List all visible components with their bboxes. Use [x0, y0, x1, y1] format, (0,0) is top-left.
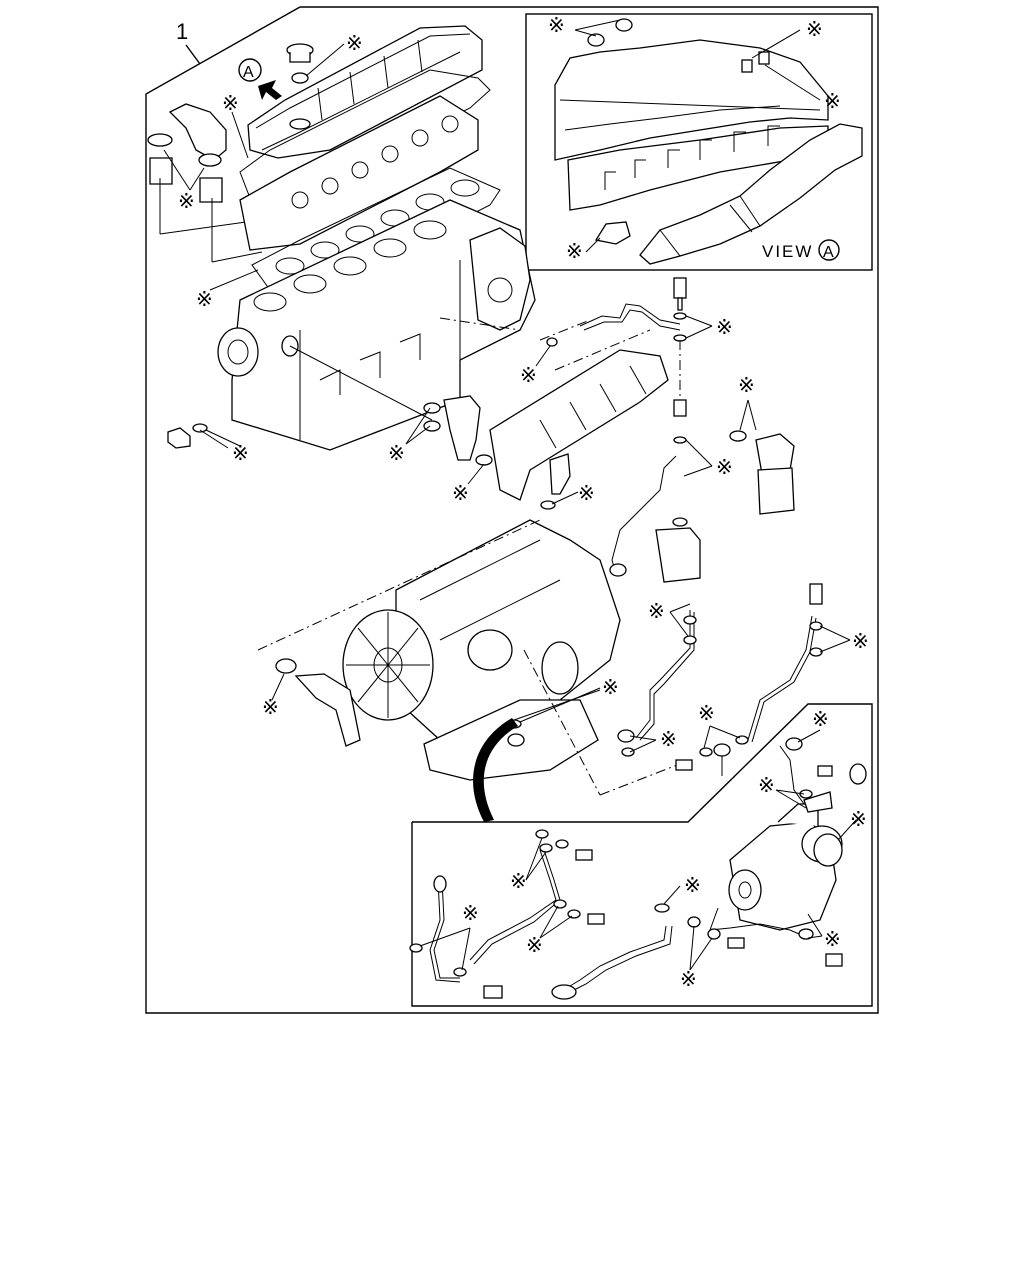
reference-asterisk-marks: ※ ※ ※ ※ ※ ※ ※ ※ ※ ※ ※ ※ ※ ※ ※ ※ ※ ※ ※ ※ … — [178, 13, 869, 991]
asterisk-mark: ※ — [824, 927, 841, 951]
view-a-callout-letter: A — [243, 64, 254, 81]
asterisk-mark: ※ — [716, 315, 733, 339]
asterisk-mark: ※ — [824, 89, 841, 113]
item-leader — [185, 44, 201, 65]
asterisk-mark: ※ — [566, 239, 583, 263]
view-direction-arrow — [258, 80, 282, 100]
leak-off-pipes — [409, 829, 605, 999]
thermostat-housing — [147, 103, 227, 203]
assembly-guide-lines — [257, 317, 691, 796]
asterisk-mark: ※ — [660, 727, 677, 751]
asterisk-mark: ※ — [716, 455, 733, 479]
asterisk-mark: ※ — [758, 773, 775, 797]
view-a-label-circle — [818, 239, 840, 261]
item-number: 1 — [176, 19, 188, 44]
asterisk-mark: ※ — [680, 967, 697, 991]
oil-strainer-pipe — [551, 903, 843, 1000]
asterisk-mark: ※ — [698, 701, 715, 725]
asterisk-mark: ※ — [602, 675, 619, 699]
detail-pointer — [473, 718, 518, 822]
view-a-leaders — [574, 19, 821, 253]
asterisk-mark: ※ — [852, 629, 869, 653]
oil-filler-cap — [286, 43, 314, 130]
asterisk-mark: ※ — [850, 807, 867, 831]
intake-manifold — [475, 337, 669, 501]
asterisk-mark: ※ — [548, 13, 565, 37]
cylinder-head — [239, 95, 479, 251]
asterisk-mark: ※ — [196, 287, 213, 311]
view-a-gaskets — [587, 18, 770, 245]
outer-frame — [145, 6, 879, 1014]
asterisk-mark: ※ — [232, 441, 249, 465]
view-a-cylinder-head — [554, 39, 829, 211]
fuel-pipe-mid — [609, 455, 677, 577]
return-pipe-lower — [617, 610, 697, 757]
asterisk-mark: ※ — [806, 17, 823, 41]
pump-fittings — [779, 737, 867, 867]
asterisk-leader-lines — [163, 43, 857, 971]
injector — [540, 453, 571, 510]
thermostat-leaders — [159, 178, 263, 263]
asterisk-mark: ※ — [684, 873, 701, 897]
asterisk-mark: ※ — [526, 933, 543, 957]
asterisk-mark: ※ — [178, 189, 195, 213]
coolant-hose — [275, 658, 361, 747]
asterisk-mark: ※ — [738, 373, 755, 397]
lower-engine-assembly — [342, 519, 621, 781]
asterisk-mark: ※ — [388, 441, 405, 465]
banjo-fittings-lower — [675, 735, 749, 776]
front-sensor-part — [167, 423, 229, 449]
asterisk-mark: ※ — [262, 695, 279, 719]
asterisk-mark: ※ — [578, 481, 595, 505]
injection-pump — [728, 803, 843, 931]
engine-block — [217, 199, 536, 451]
fuel-pipe-upper — [579, 303, 681, 331]
view-a-exhaust-manifold — [639, 123, 863, 265]
asterisk-mark: ※ — [510, 869, 527, 893]
fuel-filter — [729, 430, 795, 515]
asterisk-mark: ※ — [462, 901, 479, 925]
banjo-bolt-upper — [673, 277, 687, 444]
view-a-inset-frame — [525, 13, 873, 271]
view-a-callout-circle — [238, 58, 262, 82]
asterisk-mark: ※ — [346, 31, 363, 55]
lower-detail-frame — [411, 703, 873, 1007]
asterisk-mark: ※ — [520, 363, 537, 387]
view-a-label: VIEW — [762, 242, 813, 261]
sediment-filter — [655, 517, 701, 583]
water-outlet-part — [289, 345, 481, 461]
asterisk-mark: ※ — [452, 481, 469, 505]
return-pipe-right — [747, 583, 823, 743]
asterisk-mark: ※ — [648, 599, 665, 623]
asterisk-mark: ※ — [222, 91, 239, 115]
asterisk-mark: ※ — [812, 707, 829, 731]
view-a-label-letter: A — [823, 244, 834, 261]
